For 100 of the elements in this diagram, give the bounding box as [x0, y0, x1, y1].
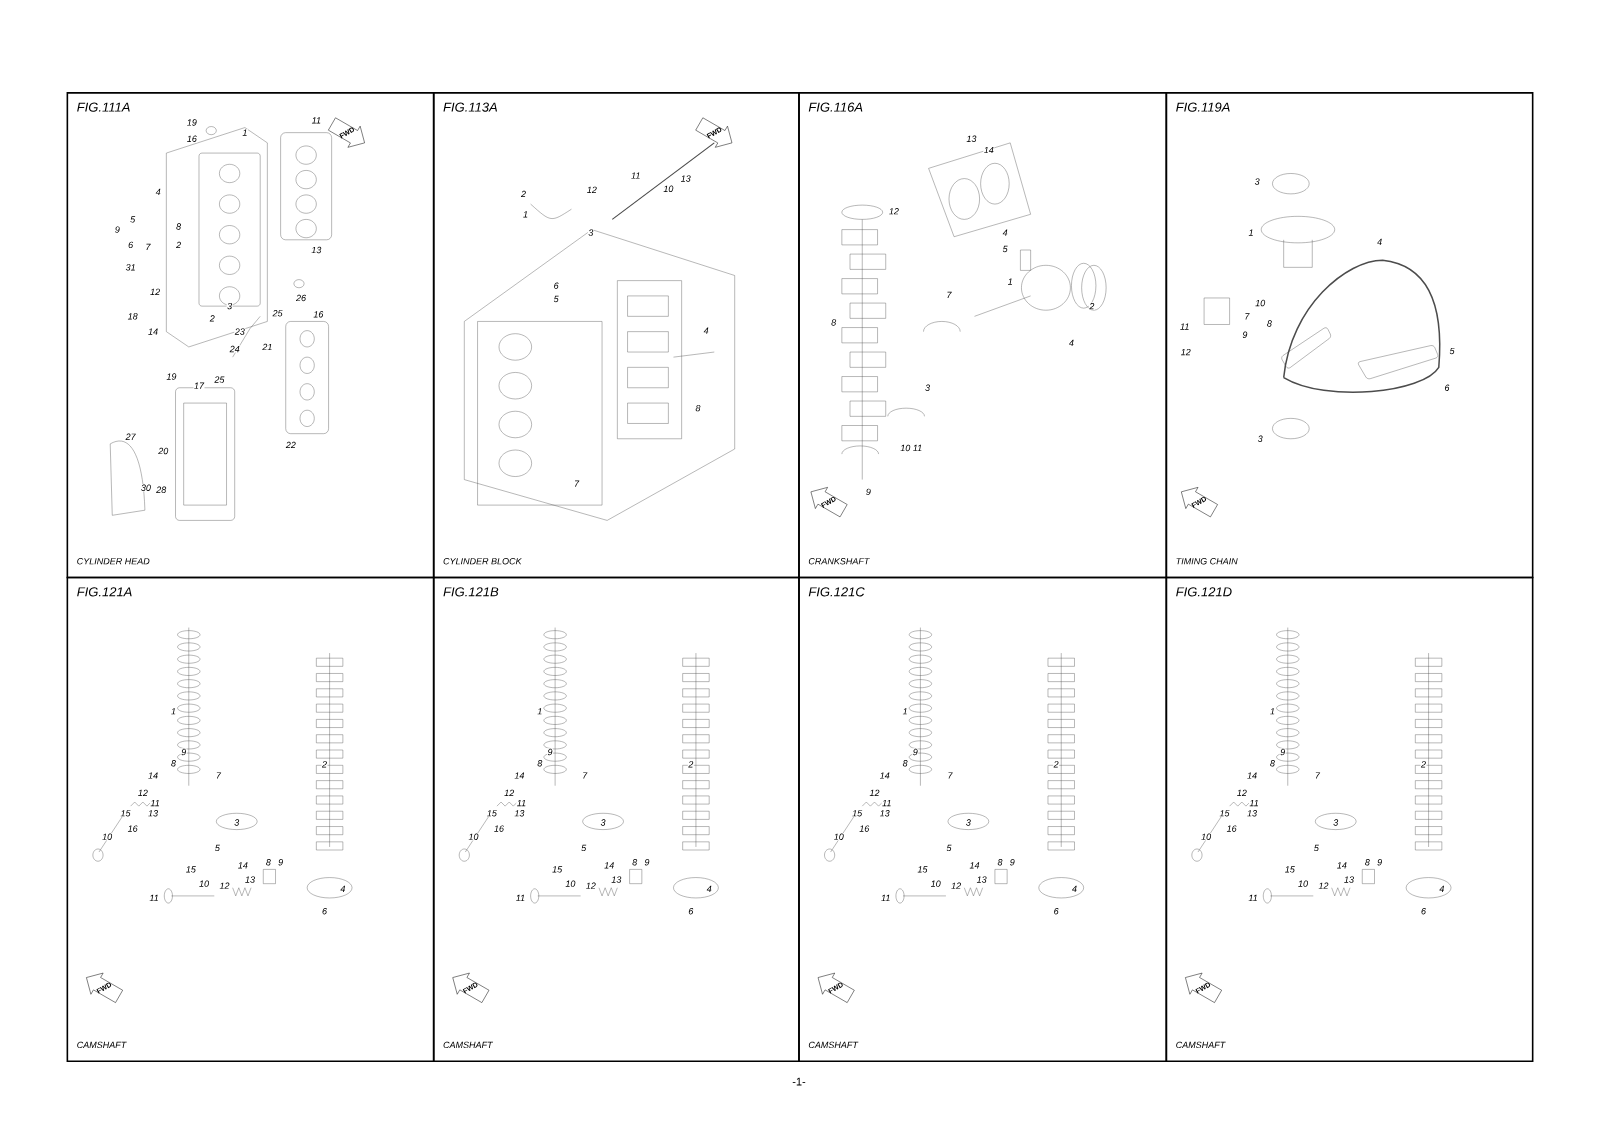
callout-number: 8 [694, 404, 701, 413]
callout-number: 16 [127, 825, 139, 833]
callout-number: 15 [1284, 866, 1296, 874]
callout-number: 9 [1376, 858, 1383, 867]
callout-number: 10 [1297, 880, 1309, 888]
callout-number: 3 [1254, 178, 1261, 186]
callout-number: 13 [610, 876, 622, 884]
callout-number: 23 [234, 328, 246, 336]
callout-number: 9 [1279, 748, 1286, 756]
callout-number: 4 [339, 885, 346, 893]
callout-number: 8 [1364, 858, 1371, 867]
callout-number: 11 [311, 117, 322, 125]
callout-number: 15 [1219, 809, 1230, 818]
callout-number: 14 [1246, 772, 1258, 780]
callout-number: 11 [881, 799, 892, 807]
callout-number: 12 [1180, 348, 1192, 356]
callout-number: 7 [573, 480, 580, 488]
callout-number: 7 [581, 772, 588, 780]
callout-number: 8 [902, 759, 909, 768]
callout-number: 7 [1243, 313, 1250, 321]
callout-number: 8 [265, 858, 272, 867]
callout-number: 2 [175, 241, 182, 249]
callout-number: 12 [869, 789, 880, 797]
callout-number: 7 [144, 243, 151, 251]
callout-number: 14 [969, 861, 980, 870]
callout-number: 13 [879, 809, 891, 818]
callout-number: 15 [486, 809, 498, 818]
callout-number: 3 [965, 819, 972, 827]
callout-number: 10 [564, 880, 576, 888]
callout-number: 14 [1336, 861, 1348, 870]
callout-number: 2 [209, 315, 216, 323]
callout-number: 15 [185, 866, 197, 874]
callout-number: 9 [114, 226, 121, 234]
callout-number: 21 [261, 343, 273, 351]
callout-number: 12 [888, 207, 900, 216]
callout-number: 12 [219, 882, 230, 890]
callout-number: 4 [1376, 238, 1383, 246]
callout-number: 16 [493, 825, 505, 833]
callout-number: 5 [214, 844, 221, 852]
callout-number: 7 [947, 772, 953, 780]
callout-number: 1 [170, 707, 177, 716]
callout-number: 9 [643, 858, 650, 867]
callout-number: 10 [467, 833, 479, 841]
callout-number: 14 [513, 772, 525, 780]
callout-number: 12 [950, 882, 962, 890]
callout-number: 10 11 [899, 444, 923, 452]
callout-number: 27 [125, 433, 137, 441]
callout-number: 5 [946, 844, 952, 852]
callout-number: 8 [170, 759, 177, 768]
callout-number: 15 [120, 809, 132, 818]
callout-number: 9 [547, 748, 553, 756]
callout-number: 1 [241, 129, 248, 137]
callout-number: 9 [1241, 331, 1248, 339]
callout-number: 1 [522, 210, 529, 219]
callout-number: 11 [516, 799, 527, 807]
callout-number: 14 [879, 772, 891, 780]
callout-number: 7 [946, 291, 952, 299]
callout-number: 6 [1420, 907, 1427, 916]
callout-number: 6 [687, 907, 694, 916]
callout-number: 14 [603, 861, 615, 870]
callout-number: 9 [277, 858, 284, 867]
callout-number: 3 [233, 819, 240, 827]
callout-number: 8 [997, 858, 1003, 867]
callout-number: 6 [127, 241, 134, 249]
callout-number: 8 [536, 759, 543, 768]
callout-number: 10 [662, 185, 674, 193]
callout-number: 5 [129, 216, 136, 224]
callout-number: 3 [587, 229, 594, 237]
callout-number: 3 [226, 302, 233, 311]
callout-number: 9 [180, 748, 187, 756]
callout-number: 13 [976, 876, 988, 884]
callout-number: 16 [1226, 825, 1238, 833]
callout-number: 4 [703, 327, 710, 335]
callout-number: 3 [1257, 435, 1264, 443]
callout-number: 13 [1343, 876, 1355, 884]
callout-number: 16 [186, 135, 198, 143]
callout-number: 18 [127, 312, 139, 321]
callout-number: 2 [687, 760, 694, 769]
callout-number: 9 [1009, 858, 1016, 867]
callout-number: 10 [198, 880, 210, 888]
callout-number: 12 [503, 789, 515, 797]
callout-number: 1 [1248, 229, 1255, 237]
callout-number: 14 [237, 861, 249, 870]
callout-number: 11 [1248, 799, 1260, 807]
callout-number: 16 [858, 825, 870, 833]
callout-number: 5 [1449, 347, 1456, 355]
callout-number: 1 [1269, 707, 1276, 716]
callout-number: 9 [912, 748, 919, 756]
callout-number: 24 [229, 345, 241, 353]
callout-number: 4 [706, 885, 713, 893]
callout-number: 25 [272, 309, 284, 318]
callout-number: 6 [321, 907, 328, 916]
callout-number: 14 [983, 146, 995, 154]
callout-number: 19 [186, 119, 198, 127]
callout-number: 15 [851, 809, 863, 818]
callout-number: 7 [1314, 772, 1321, 780]
callout-number: 3 [1332, 819, 1339, 827]
callout-number: 8 [175, 223, 182, 231]
callout-number: 13 [244, 876, 256, 884]
callout-number: 3 [924, 384, 931, 392]
